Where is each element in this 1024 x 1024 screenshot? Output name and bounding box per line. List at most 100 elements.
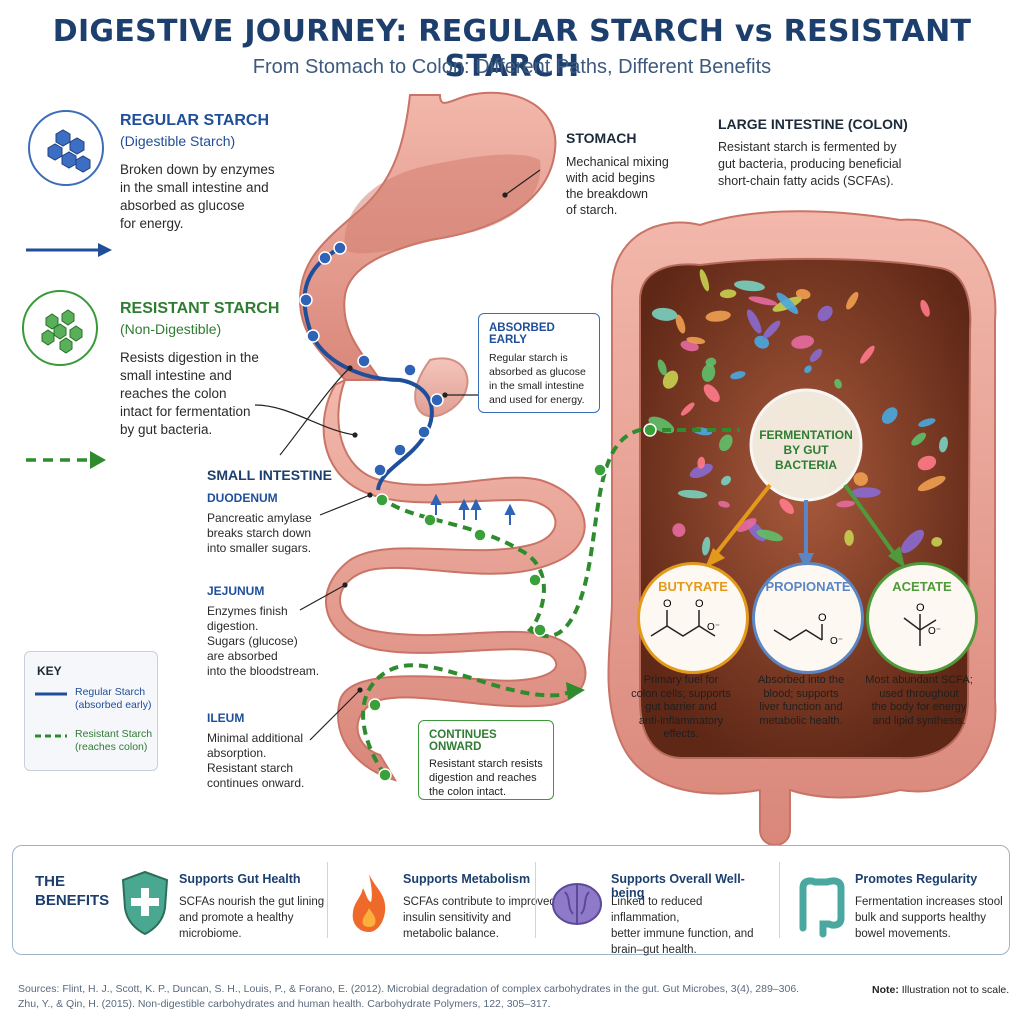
bacterium bbox=[931, 537, 943, 547]
bacterium bbox=[779, 498, 794, 515]
bacterium bbox=[881, 407, 898, 424]
benefit-title: Supports Metabolism bbox=[403, 872, 531, 886]
regular-starch-subheading: (Digestible Starch) bbox=[120, 133, 236, 149]
small-intestine-heading: SMALL INTESTINE bbox=[207, 467, 332, 483]
svg-text:O: O bbox=[916, 602, 925, 614]
ileum-heading: ILEUM bbox=[207, 711, 245, 725]
bacterium bbox=[817, 305, 833, 322]
regular-starch-molecule-icon bbox=[28, 110, 104, 186]
bacterium bbox=[675, 314, 686, 334]
benefit-divider bbox=[327, 862, 328, 938]
bacterium bbox=[844, 529, 854, 546]
resistant-starch-molecule-icon bbox=[22, 290, 98, 366]
bacterium bbox=[900, 529, 925, 554]
bacterium bbox=[689, 463, 713, 479]
sources: Sources: Flint, H. J., Scott, K. P., Dun… bbox=[18, 983, 800, 1010]
duodenum-heading: DUODENUM bbox=[207, 491, 278, 505]
stomach-shape bbox=[298, 91, 557, 381]
bacterium bbox=[721, 475, 731, 486]
svg-text:O⁻: O⁻ bbox=[830, 636, 843, 647]
regular-starch-heading: REGULAR STARCH bbox=[120, 112, 270, 129]
bacterium bbox=[850, 487, 881, 498]
resistant-starch-subheading: (Non-Digestible) bbox=[120, 321, 222, 337]
resistant-starch-path bbox=[361, 423, 740, 782]
bacterium bbox=[736, 518, 757, 532]
bacterium bbox=[804, 365, 812, 374]
bacterium bbox=[846, 291, 859, 310]
bacterium bbox=[701, 364, 716, 382]
brain-icon bbox=[552, 883, 602, 925]
bacterium bbox=[734, 280, 765, 292]
jejunum-heading: JEJUNUM bbox=[207, 584, 265, 598]
bacterium bbox=[672, 523, 686, 537]
bacterium bbox=[918, 418, 936, 427]
svg-text:O: O bbox=[818, 612, 827, 624]
bacterium bbox=[701, 536, 711, 556]
bacterium bbox=[703, 384, 720, 403]
bacterium bbox=[795, 288, 811, 300]
benefit-title: Supports Gut Health bbox=[179, 872, 301, 886]
absorbed-early-heading: ABSORBED EARLY bbox=[489, 322, 555, 346]
bacterium bbox=[763, 320, 781, 339]
benefit-text: Linked to reduced inflammation,better im… bbox=[611, 896, 754, 956]
flame-icon bbox=[352, 874, 386, 932]
scfa-arrows bbox=[705, 483, 905, 570]
benefit-title: Supports Overall Well-being bbox=[611, 872, 745, 900]
bacterium bbox=[917, 475, 946, 492]
continues-onward-heading: CONTINUES ONWARD bbox=[429, 729, 497, 753]
svg-text:O: O bbox=[695, 598, 704, 610]
bacterium bbox=[754, 335, 770, 349]
large-intestine-heading: LARGE INTESTINE (COLON) bbox=[718, 116, 908, 132]
bacterium bbox=[809, 348, 823, 362]
bacterium bbox=[730, 371, 746, 380]
bacterium bbox=[917, 455, 937, 471]
bacterium bbox=[718, 500, 730, 508]
shield-plus-icon bbox=[121, 870, 169, 936]
colon-shape bbox=[607, 210, 997, 846]
key-heading: KEY bbox=[37, 664, 62, 678]
bacterium bbox=[719, 289, 737, 299]
svg-text:O⁻: O⁻ bbox=[928, 626, 941, 637]
bacterium bbox=[834, 378, 842, 389]
bacterium bbox=[853, 472, 868, 486]
bacterium bbox=[699, 269, 710, 292]
benefit-divider bbox=[779, 862, 780, 938]
benefit-divider bbox=[535, 862, 536, 938]
scfa-name: BUTYRATE bbox=[658, 579, 728, 594]
regular-starch-path bbox=[299, 241, 444, 491]
bacterium bbox=[938, 436, 948, 453]
continues-onward-callout: CONTINUES ONWARD Resistant starch resist… bbox=[418, 720, 554, 800]
bacterium bbox=[677, 489, 708, 499]
bacterium bbox=[836, 500, 855, 508]
bacterium bbox=[680, 402, 695, 416]
benefit-title: Promotes Regularity bbox=[855, 872, 978, 886]
bacterium bbox=[911, 432, 927, 446]
page-subtitle: From Stomach to Colon: Different Paths, … bbox=[252, 56, 772, 78]
resistant-starch-heading: RESISTANT STARCH bbox=[120, 300, 280, 317]
bacterium bbox=[748, 296, 778, 306]
bacterium bbox=[756, 529, 783, 542]
legend-key: KEY Regular Starch(absorbed early) Resis… bbox=[24, 651, 158, 771]
key-regular-label: Regular Starch(absorbed early) bbox=[75, 686, 152, 711]
legend-arrows bbox=[26, 243, 112, 469]
bacterium bbox=[860, 345, 875, 364]
note: Note: Illustration not to scale. bbox=[872, 984, 1010, 996]
